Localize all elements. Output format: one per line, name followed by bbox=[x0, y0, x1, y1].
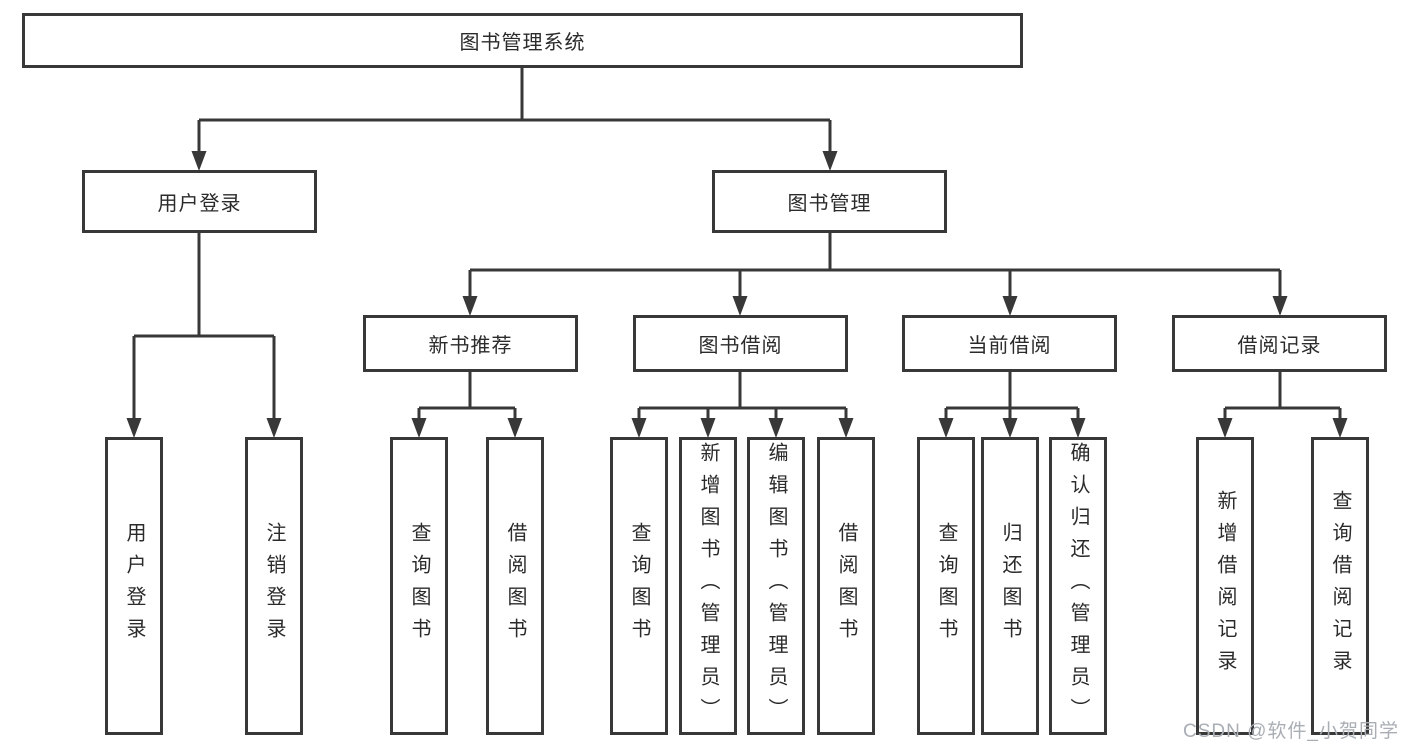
leaf-confirm-return-admin: 确认归还（管理员） bbox=[1049, 437, 1107, 735]
system-root-node: 图书管理系统 bbox=[22, 13, 1023, 68]
borrow-record-node: 借阅记录 bbox=[1172, 315, 1387, 372]
leaf-query-books-current: 查询图书 bbox=[917, 437, 975, 735]
leaf-add-borrow-record: 新增借阅记录 bbox=[1196, 437, 1254, 735]
leaf-return-books: 归还图书 bbox=[981, 437, 1039, 735]
current-borrow-node: 当前借阅 bbox=[902, 315, 1117, 372]
leaf-edit-book-admin: 编辑图书（管理员） bbox=[747, 437, 805, 735]
leaf-logout: 注销登录 bbox=[245, 437, 303, 735]
leaf-borrow-books: 借阅图书 bbox=[817, 437, 875, 735]
leaf-add-book-admin: 新增图书（管理员） bbox=[679, 437, 737, 735]
leaf-query-books-borrow: 查询图书 bbox=[610, 437, 668, 735]
leaf-query-borrow-record: 查询借阅记录 bbox=[1311, 437, 1369, 735]
book-management-node: 图书管理 bbox=[712, 170, 947, 233]
leaf-borrow-books-recommend: 借阅图书 bbox=[486, 437, 544, 735]
new-book-recommend-node: 新书推荐 bbox=[363, 315, 578, 372]
leaf-user-login: 用户登录 bbox=[105, 437, 163, 735]
user-login-node: 用户登录 bbox=[82, 170, 317, 233]
leaf-query-books-recommend: 查询图书 bbox=[390, 437, 448, 735]
watermark: CSDN @软件_小贺同学 bbox=[1183, 721, 1399, 742]
book-borrow-node: 图书借阅 bbox=[633, 315, 848, 372]
